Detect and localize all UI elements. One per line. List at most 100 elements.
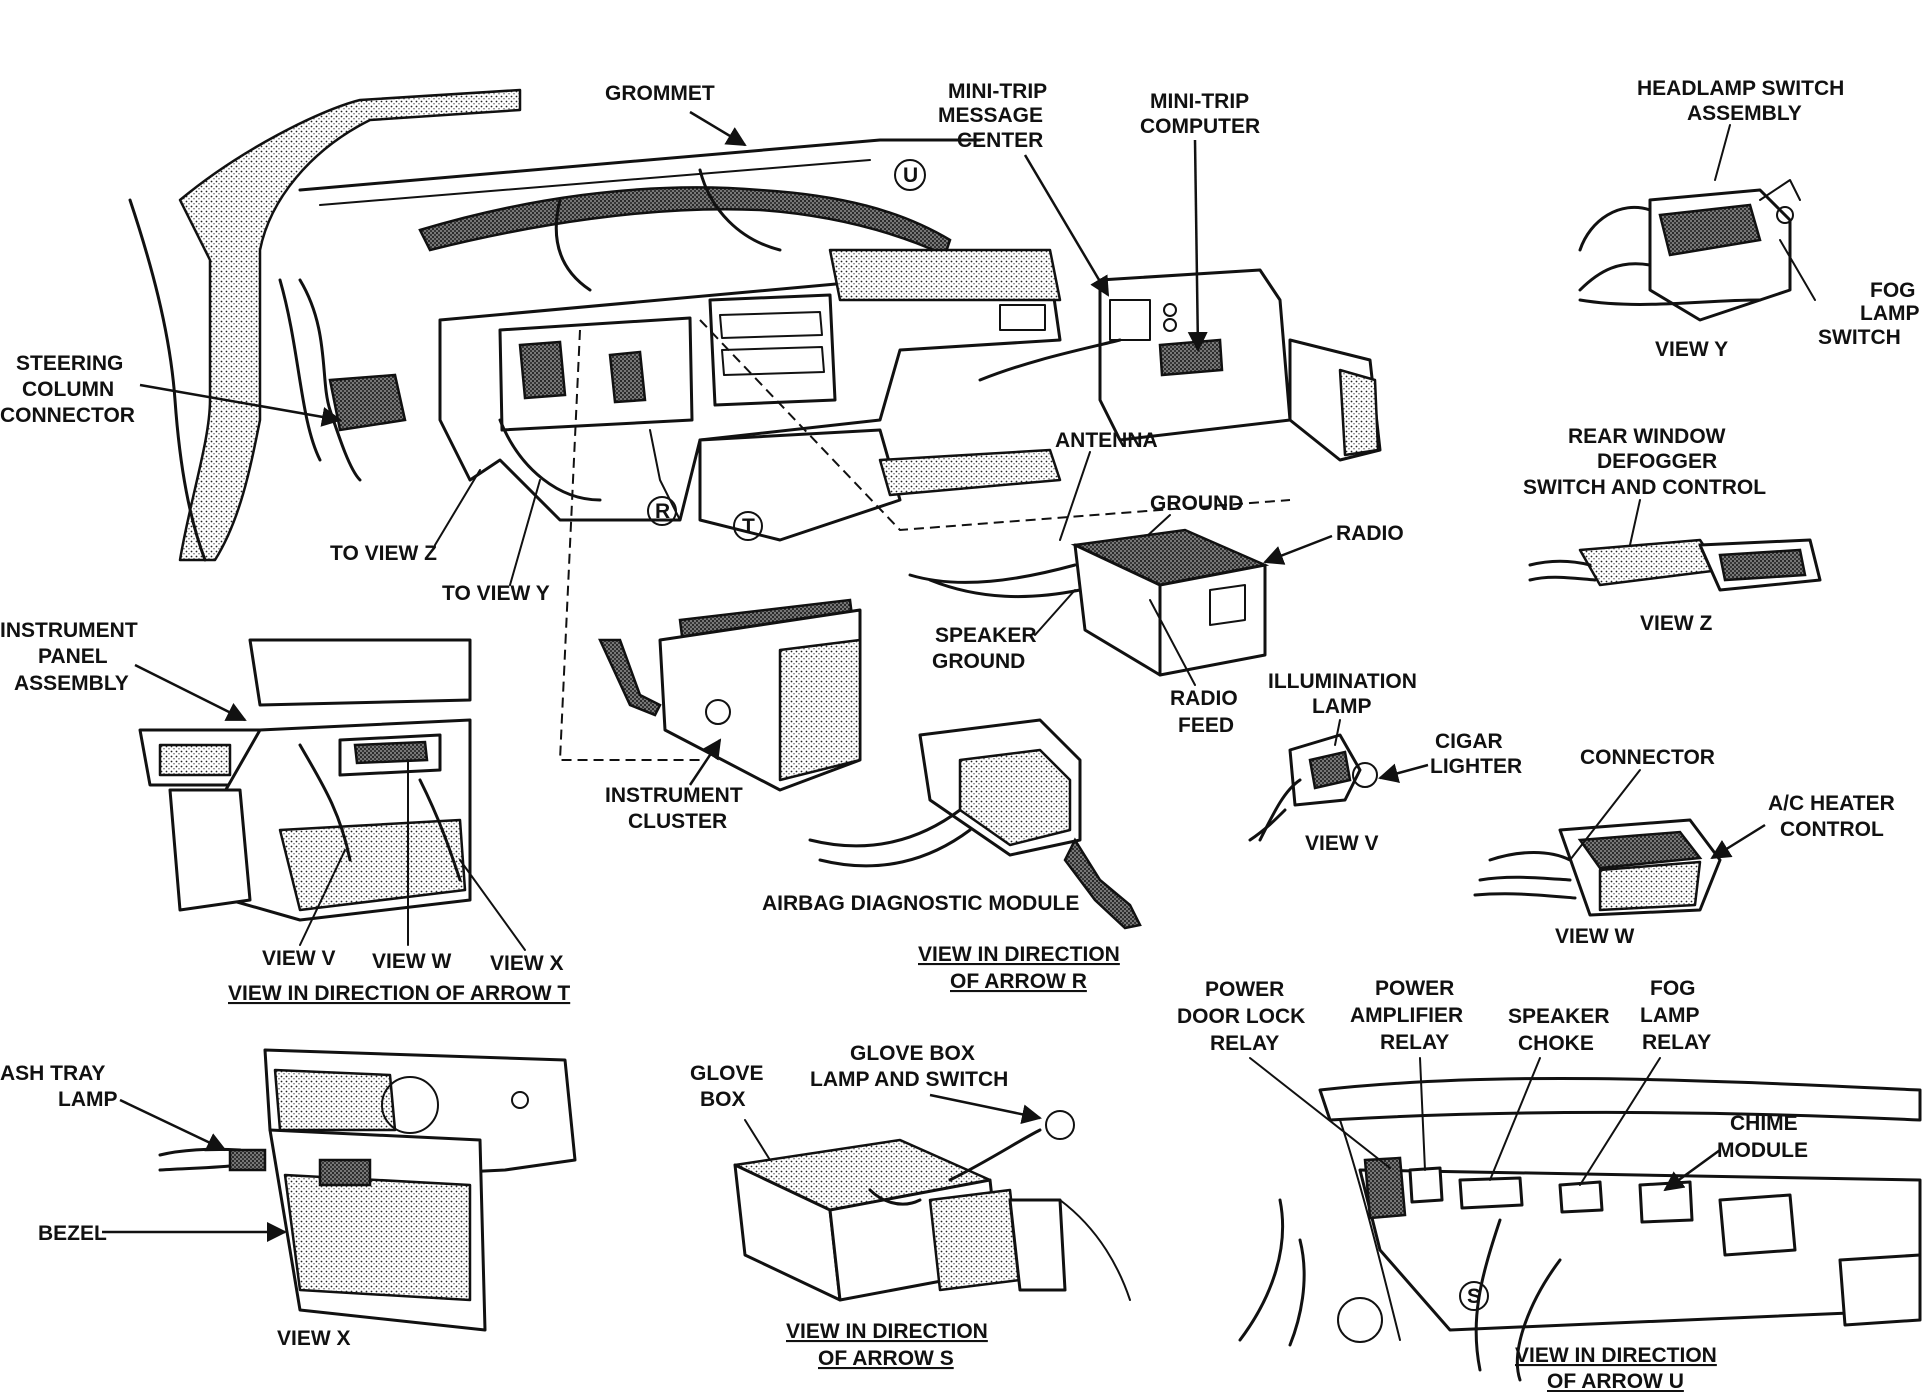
- label-cluster-2: CLUSTER: [628, 810, 727, 833]
- label-airbag: AIRBAG DIAGNOSTIC MODULE: [762, 892, 1079, 915]
- label-view-v-small: VIEW V: [1305, 832, 1379, 855]
- bezel-illustration: [158, 1048, 577, 1332]
- label-headlamp-1: HEADLAMP SWITCH: [1637, 77, 1844, 100]
- label-radio-feed-1: RADIO: [1170, 687, 1238, 710]
- label-computer-2: COMPUTER: [1140, 115, 1260, 138]
- label-ground: GROUND: [1150, 492, 1243, 515]
- label-cluster-1: INSTRUMENT: [605, 784, 743, 807]
- label-cigar-1: CIGAR: [1435, 730, 1503, 753]
- label-view-x-bottom: VIEW X: [277, 1327, 351, 1350]
- label-view-y: VIEW Y: [1655, 338, 1728, 361]
- circle-arrow-t-icon: T: [733, 511, 763, 541]
- label-doorlock-2: DOOR LOCK: [1177, 1005, 1305, 1028]
- label-ashtray-1: ASH TRAY: [0, 1062, 105, 1085]
- label-doorlock-3: RELAY: [1210, 1032, 1279, 1055]
- defogger-labels: REAR WINDOW DEFOGGER SWITCH AND CONTROL …: [1523, 425, 1766, 635]
- label-amp-2: AMPLIFIER: [1350, 1004, 1463, 1027]
- label-panel-2: PANEL: [38, 645, 108, 668]
- label-headlamp-2: ASSEMBLY: [1687, 102, 1802, 125]
- label-fog-2: LAMP: [1860, 302, 1920, 325]
- label-connector: CONNECTOR: [1580, 746, 1715, 769]
- label-doorlock-1: POWER: [1205, 978, 1284, 1001]
- instrument-cluster-illustration: [598, 598, 862, 792]
- circle-arrow-r-icon: R: [647, 496, 677, 526]
- label-chime-1: CHIME: [1730, 1112, 1798, 1135]
- label-view-v: VIEW V: [262, 947, 336, 970]
- relay-area-illustration: S: [1238, 1076, 1922, 1382]
- label-glove-lamp-1: GLOVE BOX: [850, 1042, 975, 1065]
- label-cigar-2: LIGHTER: [1430, 755, 1522, 778]
- label-illumination-1: ILLUMINATION: [1268, 670, 1417, 693]
- label-panel-3: ASSEMBLY: [14, 672, 129, 695]
- label-steering-2: COLUMN: [22, 378, 114, 401]
- instrument-panel-labels: INSTRUMENT PANEL ASSEMBLY VIEW V VIEW W …: [0, 619, 570, 1005]
- label-mini-trip-2: MESSAGE: [938, 104, 1043, 127]
- label-ac-2: CONTROL: [1780, 818, 1884, 841]
- label-foglamp-3: RELAY: [1642, 1031, 1711, 1054]
- label-view-w: VIEW W: [372, 950, 452, 973]
- label-mini-trip-1: MINI-TRIP: [948, 80, 1047, 103]
- glove-box-labels: GLOVE BOX GLOVE BOX LAMP AND SWITCH VIEW…: [690, 1042, 1042, 1370]
- label-defogger-1: REAR WINDOW: [1568, 425, 1726, 448]
- bezel-labels: ASH TRAY LAMP BEZEL VIEW X: [0, 1062, 351, 1350]
- label-radio-feed-2: FEED: [1178, 714, 1234, 737]
- headlamp-switch-illustration: [1578, 179, 1801, 322]
- ac-heater-illustration: [1473, 818, 1722, 917]
- radio-illustration: [908, 528, 1270, 677]
- label-speaker-ground-2: GROUND: [932, 650, 1025, 673]
- headlamp-labels: HEADLAMP SWITCH ASSEMBLY FOG LAMP SWITCH…: [1637, 77, 1920, 361]
- label-chime-2: MODULE: [1717, 1139, 1808, 1162]
- label-bezel: BEZEL: [38, 1222, 107, 1245]
- relay-labels: POWER DOOR LOCK RELAY POWER AMPLIFIER RE…: [1177, 977, 1808, 1393]
- label-view-x: VIEW X: [490, 952, 564, 975]
- ac-heater-labels: CONNECTOR A/C HEATER CONTROL VIEW W: [1555, 746, 1895, 948]
- cigar-lighter-illustration: [1248, 733, 1378, 842]
- label-direction-s-1: VIEW IN DIRECTION: [786, 1320, 988, 1343]
- label-direction-u-2: OF ARROW U: [1547, 1370, 1684, 1392]
- label-view-z: VIEW Z: [1640, 612, 1713, 635]
- label-speaker-ground-1: SPEAKER: [935, 624, 1037, 647]
- radio-labels: SPEAKER GROUND RADIO FEED: [932, 589, 1238, 737]
- airbag-module-illustration: [808, 718, 1142, 930]
- label-glovebox-2: BOX: [700, 1088, 746, 1111]
- main-labels: GROMMET MINI-TRIP MESSAGE CENTER MINI-TR…: [0, 80, 1404, 605]
- label-antenna: ANTENNA: [1055, 429, 1158, 452]
- label-direction-u-1: VIEW IN DIRECTION: [1515, 1344, 1717, 1367]
- main-dashboard-illustration: U R T: [128, 88, 1382, 761]
- label-direction-r-1: VIEW IN DIRECTION: [918, 943, 1120, 966]
- label-steering-3: CONNECTOR: [0, 404, 135, 427]
- label-choke-2: CHOKE: [1518, 1032, 1594, 1055]
- label-ac-1: A/C HEATER: [1768, 792, 1895, 815]
- label-direction-r-2: OF ARROW R: [950, 970, 1087, 993]
- defogger-illustration: [1528, 538, 1822, 592]
- callout-t: T: [742, 515, 755, 538]
- label-foglamp-1: FOG: [1650, 977, 1696, 1000]
- cigar-lighter-labels: ILLUMINATION LAMP CIGAR LIGHTER VIEW V: [1268, 670, 1522, 855]
- label-direction-s-2: OF ARROW S: [818, 1347, 954, 1370]
- glove-box-illustration: [733, 1110, 1131, 1302]
- label-fog-3: SWITCH: [1818, 326, 1901, 349]
- label-ashtray-2: LAMP: [58, 1088, 118, 1111]
- callout-u: U: [903, 164, 918, 187]
- label-defogger-2: DEFOGGER: [1597, 450, 1717, 473]
- label-foglamp-2: LAMP: [1640, 1004, 1700, 1027]
- label-radio: RADIO: [1336, 522, 1404, 545]
- label-amp-3: RELAY: [1380, 1031, 1449, 1054]
- label-direction-t: VIEW IN DIRECTION OF ARROW T: [228, 982, 570, 1005]
- label-illumination-2: LAMP: [1312, 695, 1372, 718]
- callout-r: R: [655, 500, 670, 523]
- label-amp-1: POWER: [1375, 977, 1454, 1000]
- label-grommet: GROMMET: [605, 82, 715, 105]
- label-panel-1: INSTRUMENT: [0, 619, 138, 642]
- instrument-panel-illustration: [138, 638, 472, 922]
- circle-arrow-u-icon: U: [894, 159, 926, 191]
- label-to-view-z: TO VIEW Z: [330, 542, 437, 565]
- label-glovebox-1: GLOVE: [690, 1062, 764, 1085]
- label-computer-1: MINI-TRIP: [1150, 90, 1249, 113]
- label-choke-1: SPEAKER: [1508, 1005, 1610, 1028]
- label-steering-1: STEERING: [16, 352, 123, 375]
- label-to-view-y: TO VIEW Y: [442, 582, 550, 605]
- label-glove-lamp-2: LAMP AND SWITCH: [810, 1068, 1008, 1091]
